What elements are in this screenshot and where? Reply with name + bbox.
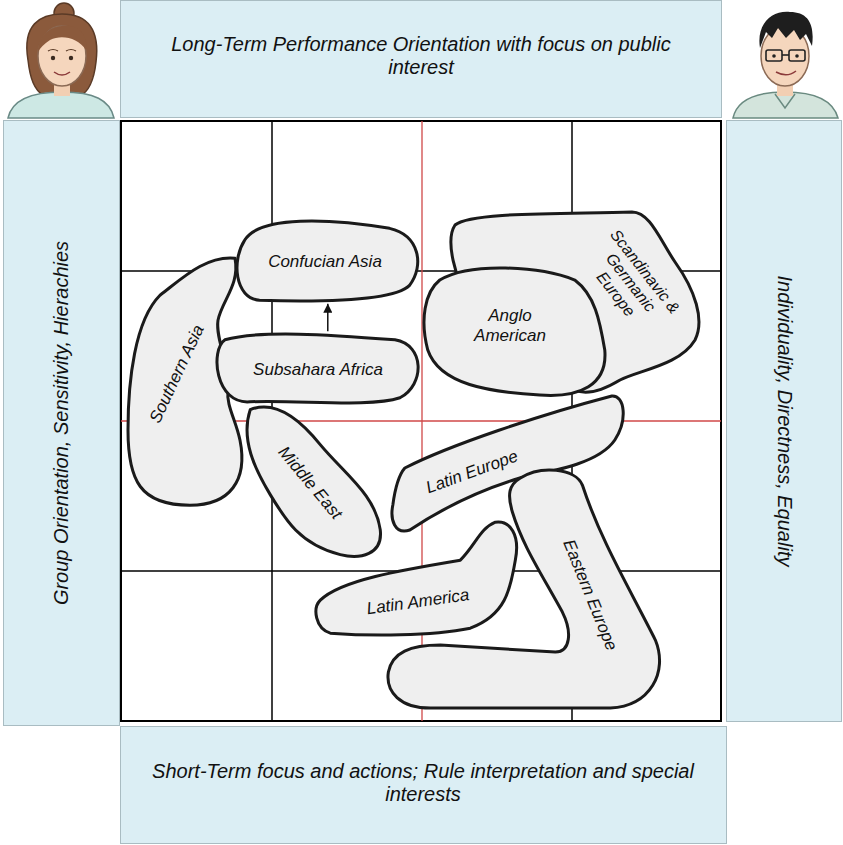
band-fill <box>4 121 120 726</box>
region-outline <box>316 522 517 635</box>
man-face <box>766 50 782 61</box>
woman-face <box>54 72 70 75</box>
woman-face <box>27 14 97 96</box>
axis-label: Group Orientation, Sensitivity, Hierachi… <box>50 241 73 605</box>
region-outline <box>313 519 520 638</box>
woman-face <box>48 50 76 52</box>
woman-face <box>38 26 86 86</box>
connectors <box>327 304 328 332</box>
axis-label: Short-Term focus and actions; Rule inter… <box>128 760 718 806</box>
region-outline <box>247 407 381 556</box>
region-blob: Middle East <box>244 404 384 559</box>
man-face <box>782 54 789 56</box>
man-face <box>776 71 796 75</box>
region-outline <box>424 268 605 395</box>
region-blob: Confucian Asia <box>234 218 421 304</box>
man-face <box>789 50 805 61</box>
woman-face <box>51 56 55 60</box>
region-outline <box>237 221 418 301</box>
man-face <box>775 94 795 108</box>
axis-band: Individuality, Directness, Equality <box>726 120 842 722</box>
region-label: Anglo American <box>455 306 565 345</box>
connector-arrow <box>327 304 329 332</box>
woman-face <box>8 3 114 118</box>
region-label: Confucian Asia <box>268 252 382 272</box>
axis-label: Long-Term Performance Orientation with f… <box>141 33 701 79</box>
axis-band: Long-Term Performance Orientation with f… <box>120 0 722 118</box>
grid <box>121 121 721 721</box>
woman-face <box>69 56 73 60</box>
band-fill <box>121 727 727 844</box>
region-label: Subsahara Africa <box>253 360 383 380</box>
region-blob: Anglo American <box>421 265 608 398</box>
band-fill <box>121 1 722 118</box>
region-outline <box>217 334 418 403</box>
axis-band: Group Orientation, Sensitivity, Hierachi… <box>3 120 120 726</box>
man-face <box>759 12 812 48</box>
woman-face <box>38 26 86 52</box>
region-blob: Subsahara Africa <box>214 331 421 406</box>
band-fill <box>727 121 842 722</box>
man-face <box>795 54 799 58</box>
region-blob: Latin America <box>313 519 520 638</box>
man-face <box>733 12 838 118</box>
axis-band: Short-Term focus and actions; Rule inter… <box>120 726 727 844</box>
axis-label: Individuality, Directness, Equality <box>773 276 796 567</box>
man-face <box>772 54 776 58</box>
